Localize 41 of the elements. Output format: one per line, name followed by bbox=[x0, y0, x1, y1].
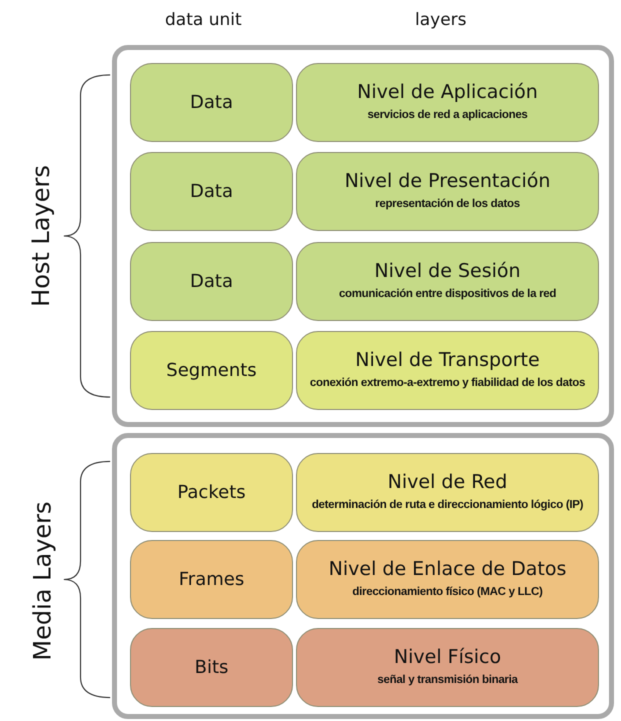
data-unit-box bbox=[130, 540, 293, 619]
data-unit-name: Segments bbox=[166, 360, 257, 381]
group-label: Media Layers bbox=[28, 501, 57, 661]
data-unit-name: Data bbox=[190, 181, 233, 202]
layer-name: Nivel Físico bbox=[394, 646, 502, 669]
data-unit-name: Packets bbox=[177, 482, 246, 503]
layer-box bbox=[296, 540, 599, 619]
layer-name: Nivel de Transporte bbox=[355, 348, 540, 372]
layer-description: representación de los datos bbox=[375, 196, 520, 212]
data-unit-box bbox=[130, 63, 293, 142]
layer-name: Nivel de Red bbox=[388, 470, 508, 494]
layer-description: determinación de ruta e direccionamiento lógico (IP) bbox=[312, 498, 584, 513]
layer-description: señal y transmisión binaria bbox=[377, 672, 518, 688]
data-unit-name: Bits bbox=[194, 657, 228, 678]
layer-box bbox=[296, 242, 599, 321]
layer-group-frame bbox=[112, 45, 614, 427]
data-unit-box bbox=[130, 453, 293, 532]
layer-name: Nivel de Sesión bbox=[374, 260, 521, 283]
data-unit-box bbox=[130, 152, 293, 231]
layer-description: comunicación entre dispositivos de la red bbox=[338, 286, 556, 302]
group-label: Host Layers bbox=[26, 165, 55, 307]
data-unit-name: Frames bbox=[178, 569, 244, 590]
layer-box bbox=[296, 331, 599, 410]
data-unit-box bbox=[130, 242, 293, 321]
layer-box bbox=[296, 152, 599, 231]
layer-name: Nivel de Aplicación bbox=[357, 80, 538, 104]
layer-name: Nivel de Enlace de Datos bbox=[328, 558, 566, 581]
layer-name: Nivel de Presentación bbox=[344, 170, 550, 193]
layer-group-frame bbox=[112, 433, 614, 719]
layer-box bbox=[296, 453, 599, 532]
layer-description: servicios de red a aplicaciones bbox=[367, 108, 528, 123]
column-heading: layers bbox=[415, 10, 467, 30]
layer-box bbox=[296, 63, 599, 142]
layer-description: conexión extremo-a-extremo y fiabilidad de los datos bbox=[310, 376, 586, 391]
column-heading: data unit bbox=[165, 10, 242, 30]
data-unit-name: Data bbox=[190, 92, 233, 113]
data-unit-name: Data bbox=[190, 271, 233, 292]
layer-box bbox=[296, 628, 599, 707]
data-unit-box bbox=[130, 628, 293, 707]
data-unit-box bbox=[130, 331, 293, 410]
layer-description: direccionamiento físico (MAC y LLC) bbox=[352, 584, 543, 600]
